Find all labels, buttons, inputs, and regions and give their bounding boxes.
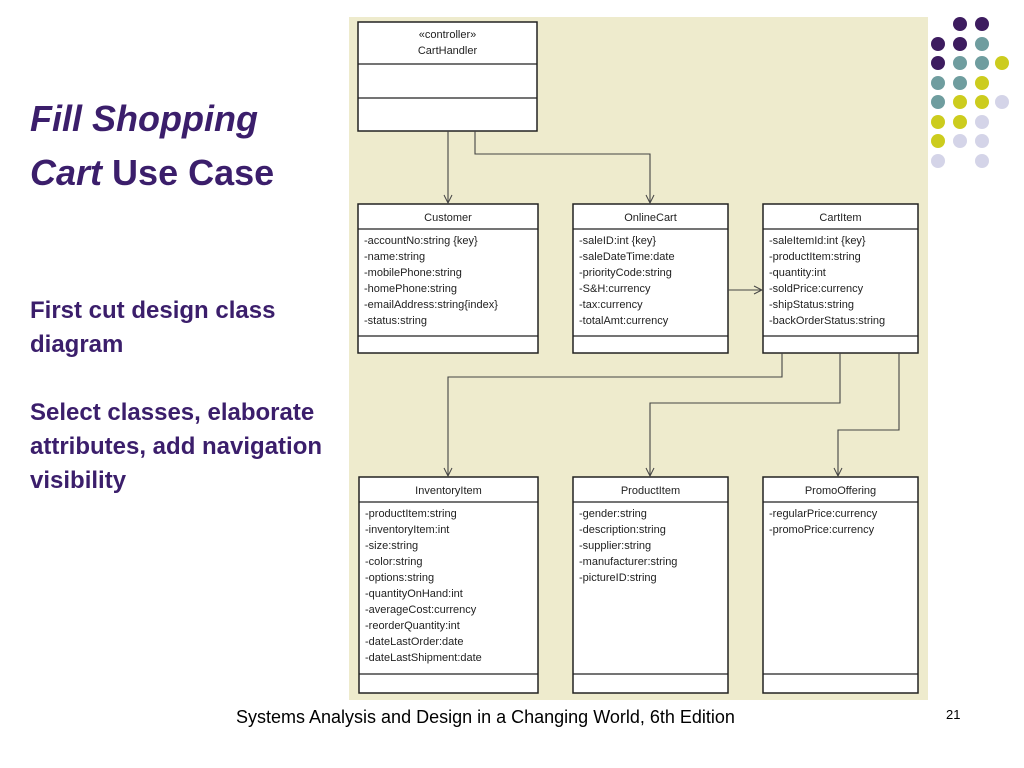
decorative-dot <box>953 95 967 109</box>
decorative-dot <box>953 75 967 90</box>
class-box-inventoryitem <box>358 476 539 694</box>
subtitle-first-cut: First cut design class diagram <box>30 297 276 358</box>
class-attribute-inventoryitem: -color:string <box>365 556 422 568</box>
class-attribute-productitem: -gender:string <box>579 508 647 520</box>
class-attribute-onlinecart: -priorityCode:string <box>579 267 672 279</box>
class-name-onlinecart: OnlineCart <box>624 212 677 224</box>
class-name-inventoryitem: InventoryItem <box>415 485 482 497</box>
class-attribute-cartitem: -soldPrice:currency <box>769 283 864 295</box>
decorative-dot <box>953 114 967 129</box>
class-attribute-inventoryitem: -dateLastShipment:date <box>365 652 482 664</box>
class-attribute-inventoryitem: -averageCost:currency <box>365 604 477 616</box>
class-name-productitem: ProductItem <box>621 485 680 497</box>
class-box-productitem <box>572 476 729 694</box>
class-attribute-customer: -accountNo:string {key} <box>364 235 478 247</box>
class-box-promooffering <box>762 476 919 694</box>
decorative-dot <box>975 56 989 70</box>
class-name-cartitem: CartItem <box>819 212 861 224</box>
class-attribute-customer: -emailAddress:string{index} <box>364 299 498 311</box>
class-attribute-onlinecart: -S&H:currency <box>579 283 651 295</box>
class-stereotype-carthandler: «controller» <box>419 29 476 41</box>
class-attribute-inventoryitem: -options:string <box>365 572 434 584</box>
class-attribute-cartitem: -shipStatus:string <box>769 299 854 311</box>
class-attribute-customer: -mobilePhone:string <box>364 267 462 279</box>
class-attribute-inventoryitem: -size:string <box>365 540 418 552</box>
decorative-dot <box>931 114 945 129</box>
class-attribute-inventoryitem: -dateLastOrder:date <box>365 636 463 648</box>
footer-text: Systems Analysis and Design in a Changin… <box>236 707 735 727</box>
decorative-dot <box>953 36 967 51</box>
decorative-dot <box>931 56 945 70</box>
association-cartitem-productitem <box>650 353 841 476</box>
decorative-dot <box>975 17 989 31</box>
class-attribute-productitem: -manufacturer:string <box>579 556 677 568</box>
class-attribute-inventoryitem: -reorderQuantity:int <box>365 620 460 632</box>
class-attribute-onlinecart: -tax:currency <box>579 299 643 311</box>
slide-title-normal: Use Case <box>112 152 275 193</box>
decorative-dot <box>975 114 989 129</box>
class-attribute-onlinecart: -saleID:int {key} <box>579 235 656 247</box>
class-attribute-customer: -homePhone:string <box>364 283 457 295</box>
decorative-dot <box>953 17 967 31</box>
class-attribute-promooffering: -promoPrice:currency <box>769 524 875 536</box>
class-attribute-onlinecart: -saleDateTime:date <box>579 251 675 263</box>
class-attribute-cartitem: -backOrderStatus:string <box>769 315 885 327</box>
decorative-dot <box>931 134 945 148</box>
class-name-promooffering: PromoOffering <box>805 485 876 497</box>
decorative-dot <box>931 153 945 168</box>
page-number: 21 <box>946 707 961 722</box>
class-attribute-cartitem: -saleItemId:int {key} <box>769 235 866 247</box>
decorative-dot <box>975 75 989 90</box>
class-name-customer: Customer <box>424 212 472 224</box>
slide-title-italic: Fill Shopping Cart <box>30 98 258 193</box>
class-attribute-inventoryitem: -inventoryItem:int <box>365 524 449 536</box>
decorative-dot <box>931 75 945 90</box>
class-attribute-promooffering: -regularPrice:currency <box>769 508 878 520</box>
decorative-dot <box>975 134 989 148</box>
decorative-dot <box>931 36 945 51</box>
class-attribute-onlinecart: -totalAmt:currency <box>579 315 669 327</box>
association-cartitem-inventoryitem <box>448 353 783 476</box>
class-attribute-productitem: -pictureID:string <box>579 572 657 584</box>
association-cartitem-promooffering <box>838 353 900 476</box>
decorative-dot <box>953 56 967 70</box>
class-attribute-productitem: -description:string <box>579 524 666 536</box>
decorative-dot <box>995 56 1009 70</box>
decorative-dot <box>975 95 989 109</box>
class-attribute-productitem: -supplier:string <box>579 540 651 552</box>
decorative-dot <box>995 95 1009 109</box>
slide-title: Fill Shopping Cart Use Case <box>30 92 330 200</box>
class-attribute-inventoryitem: -productItem:string <box>365 508 457 520</box>
decorative-dot <box>931 95 945 109</box>
class-attribute-customer: -status:string <box>364 315 427 327</box>
class-attribute-inventoryitem: -quantityOnHand:int <box>365 588 463 600</box>
class-attribute-customer: -name:string <box>364 251 425 263</box>
subtitle-select-classes: Select classes, elaborate attributes, ad… <box>30 399 323 494</box>
association-carthandler-onlinecart <box>474 131 650 203</box>
decorative-dot <box>975 153 989 168</box>
class-name-carthandler: CartHandler <box>418 45 478 57</box>
decorative-dot <box>953 134 967 148</box>
decorative-dot <box>975 36 989 51</box>
class-attribute-cartitem: -productItem:string <box>769 251 861 263</box>
class-attribute-cartitem: -quantity:int <box>769 267 826 279</box>
